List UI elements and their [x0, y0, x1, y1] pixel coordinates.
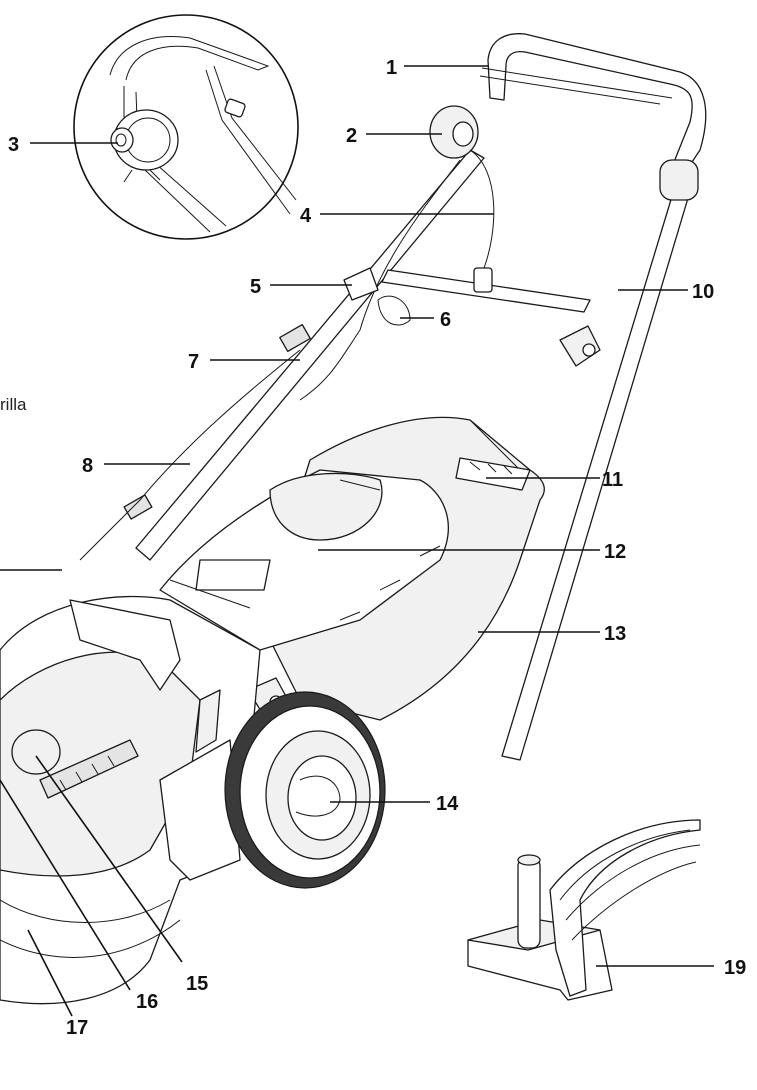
rear-wheel	[224, 691, 386, 889]
callout-19: 19	[724, 957, 746, 979]
callout-4: 4	[300, 205, 312, 227]
callout-12: 12	[604, 541, 626, 563]
partial-side-text: rilla	[0, 395, 27, 414]
callout-labels: 1 2 3 4 5 6 7 8 10 11 12 13 14 15 16 17 …	[0, 57, 746, 1039]
callout-3: 3	[8, 134, 19, 156]
callout-17: 17	[66, 1017, 88, 1039]
callout-16: 16	[136, 991, 158, 1013]
callout-1: 1	[386, 57, 397, 79]
callout-14: 14	[436, 793, 459, 815]
grass-collector-box	[159, 416, 545, 721]
callout-15: 15	[186, 973, 208, 995]
callout-8: 8	[82, 455, 93, 477]
leader-lines	[0, 65, 714, 1017]
callout-10: 10	[692, 281, 714, 303]
accessory-part	[467, 819, 701, 1001]
mower-deck	[0, 595, 261, 1005]
detail-inset-circle	[73, 14, 299, 240]
callout-2: 2	[346, 125, 357, 147]
callout-7: 7	[188, 351, 199, 373]
callout-6: 6	[440, 309, 451, 331]
callout-13: 13	[604, 623, 626, 645]
callout-5: 5	[250, 276, 261, 298]
mower-handle	[79, 33, 707, 761]
callout-11: 11	[602, 469, 623, 491]
